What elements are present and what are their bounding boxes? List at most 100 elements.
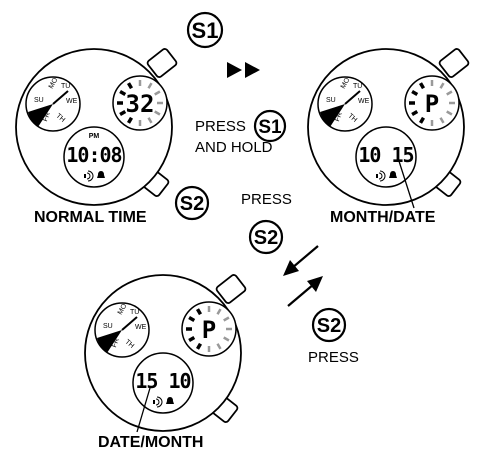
- subdial-value: P: [202, 316, 216, 344]
- and-hold-text: AND HOLD: [195, 139, 273, 156]
- time-digits: 10:08: [66, 143, 121, 167]
- day-label-tu: TU: [130, 309, 139, 316]
- press-text: PRESS: [195, 118, 246, 135]
- s2-badge-lower: S2: [311, 307, 347, 343]
- crown-button-top: [438, 48, 470, 78]
- segment-tick: [188, 315, 196, 323]
- segment-tick: [126, 82, 134, 90]
- date-display: 10 15: [355, 126, 417, 188]
- day-subdial: SU MO TU WE TH FR SA: [94, 302, 150, 358]
- segment-tick: [195, 342, 203, 350]
- watch-month-date: SU MO TU WE TH FR SA P 10 15: [307, 48, 470, 209]
- day-label-sa: SA: [31, 113, 41, 120]
- segment-tick: [418, 82, 426, 90]
- watch-normal-time: SU MO TU WE TH FR SA 32 PM 10:08: [15, 48, 178, 206]
- segment-tick: [216, 308, 222, 315]
- segment-tick: [439, 82, 445, 89]
- day-label-mo: MO: [117, 302, 129, 316]
- month-date-digits: 10 15: [358, 143, 413, 167]
- s1-badge-instruction: S1: [253, 109, 287, 143]
- arrow-up-right-icon: [287, 276, 323, 307]
- segment-tick: [154, 90, 161, 96]
- press-text-lower: PRESS: [308, 349, 359, 366]
- day-label-sa: SA: [323, 113, 333, 120]
- day-label-mo: MO: [48, 76, 60, 90]
- day-label-fr: FR: [42, 111, 52, 122]
- crown-button-top: [215, 274, 247, 304]
- segment-tick: [147, 117, 153, 124]
- day-label-th: TH: [346, 113, 358, 124]
- segment-tick: [411, 109, 419, 117]
- day-label-tu: TU: [353, 83, 362, 90]
- day-label-th: TH: [123, 339, 135, 350]
- segment-tick: [223, 316, 230, 322]
- segment-tick: [216, 343, 222, 350]
- watch-date-month: SU MO TU WE TH FR SA P 15 10: [84, 274, 247, 433]
- press-text-middle: PRESS: [241, 191, 292, 208]
- bell-icon: [97, 171, 105, 178]
- seconds-subdial: P: [181, 301, 237, 357]
- day-label-th: TH: [54, 113, 66, 124]
- s2-label: S2: [317, 315, 341, 337]
- day-label-we: WE: [66, 98, 78, 105]
- subdial-value: P: [425, 90, 439, 118]
- day-label-fr: FR: [111, 337, 121, 348]
- segment-ring: [117, 80, 163, 126]
- segment-ring: [186, 306, 232, 352]
- segment-tick: [188, 335, 196, 343]
- day-hand: [121, 316, 138, 331]
- segment-tick: [411, 89, 419, 97]
- segment-tick: [446, 110, 453, 116]
- date-display: 15 10: [132, 352, 194, 414]
- fast-forward-icon: [227, 62, 260, 78]
- sound-icon: [84, 170, 94, 182]
- day-label-we: WE: [135, 324, 147, 331]
- time-display: PM 10:08: [63, 126, 125, 188]
- ampm-indicator: PM: [89, 133, 100, 140]
- sound-icon: [376, 170, 386, 182]
- day-label-su: SU: [34, 97, 44, 104]
- day-subdial: SU MO TU WE TH FR SA: [317, 76, 373, 132]
- day-label-we: WE: [358, 98, 370, 105]
- s2-label: S2: [180, 193, 204, 215]
- day-hand: [344, 90, 361, 105]
- segment-tick: [147, 82, 153, 89]
- day-label-mo: MO: [340, 76, 352, 90]
- label-leader-line: [397, 157, 415, 209]
- day-selected-wedge: [320, 104, 345, 127]
- sound-icon: [153, 396, 163, 408]
- segment-ring: [409, 80, 455, 126]
- segment-tick: [195, 308, 203, 316]
- label-leader-line: [136, 387, 151, 433]
- s2-label: S2: [254, 227, 278, 249]
- segment-tick: [223, 336, 230, 342]
- s1-badge-top: S1: [186, 11, 224, 49]
- segment-tick: [119, 89, 127, 97]
- mode-label-month-date: MONTH/DATE: [330, 209, 436, 226]
- day-label-su: SU: [326, 97, 336, 104]
- day-hand: [52, 90, 69, 105]
- mode-label-normal-time: NORMAL TIME: [34, 209, 147, 226]
- seconds-subdial: 32: [112, 75, 168, 131]
- date-month-digits: 15 10: [135, 369, 190, 393]
- segment-tick: [154, 110, 161, 116]
- s1-label: S1: [192, 18, 219, 43]
- s2-badge-middle: S2: [248, 219, 284, 255]
- segment-tick: [446, 90, 453, 96]
- day-label-sa: SA: [100, 339, 110, 346]
- crown-button-top: [146, 48, 178, 78]
- day-label-tu: TU: [61, 83, 70, 90]
- seconds-subdial: P: [404, 75, 460, 131]
- s1-label: S1: [258, 117, 282, 138]
- arrow-down-left-icon: [283, 245, 319, 276]
- day-subdial: SU MO TU WE TH FR SA: [25, 76, 81, 132]
- mode-label-date-month: DATE/MONTH: [98, 434, 203, 451]
- day-selected-wedge: [28, 104, 53, 127]
- bell-icon: [166, 397, 174, 404]
- subdial-value: 32: [126, 90, 155, 118]
- bell-icon: [389, 171, 397, 178]
- segment-tick: [418, 116, 426, 124]
- day-selected-wedge: [97, 330, 122, 353]
- s2-badge-left: S2: [174, 185, 210, 221]
